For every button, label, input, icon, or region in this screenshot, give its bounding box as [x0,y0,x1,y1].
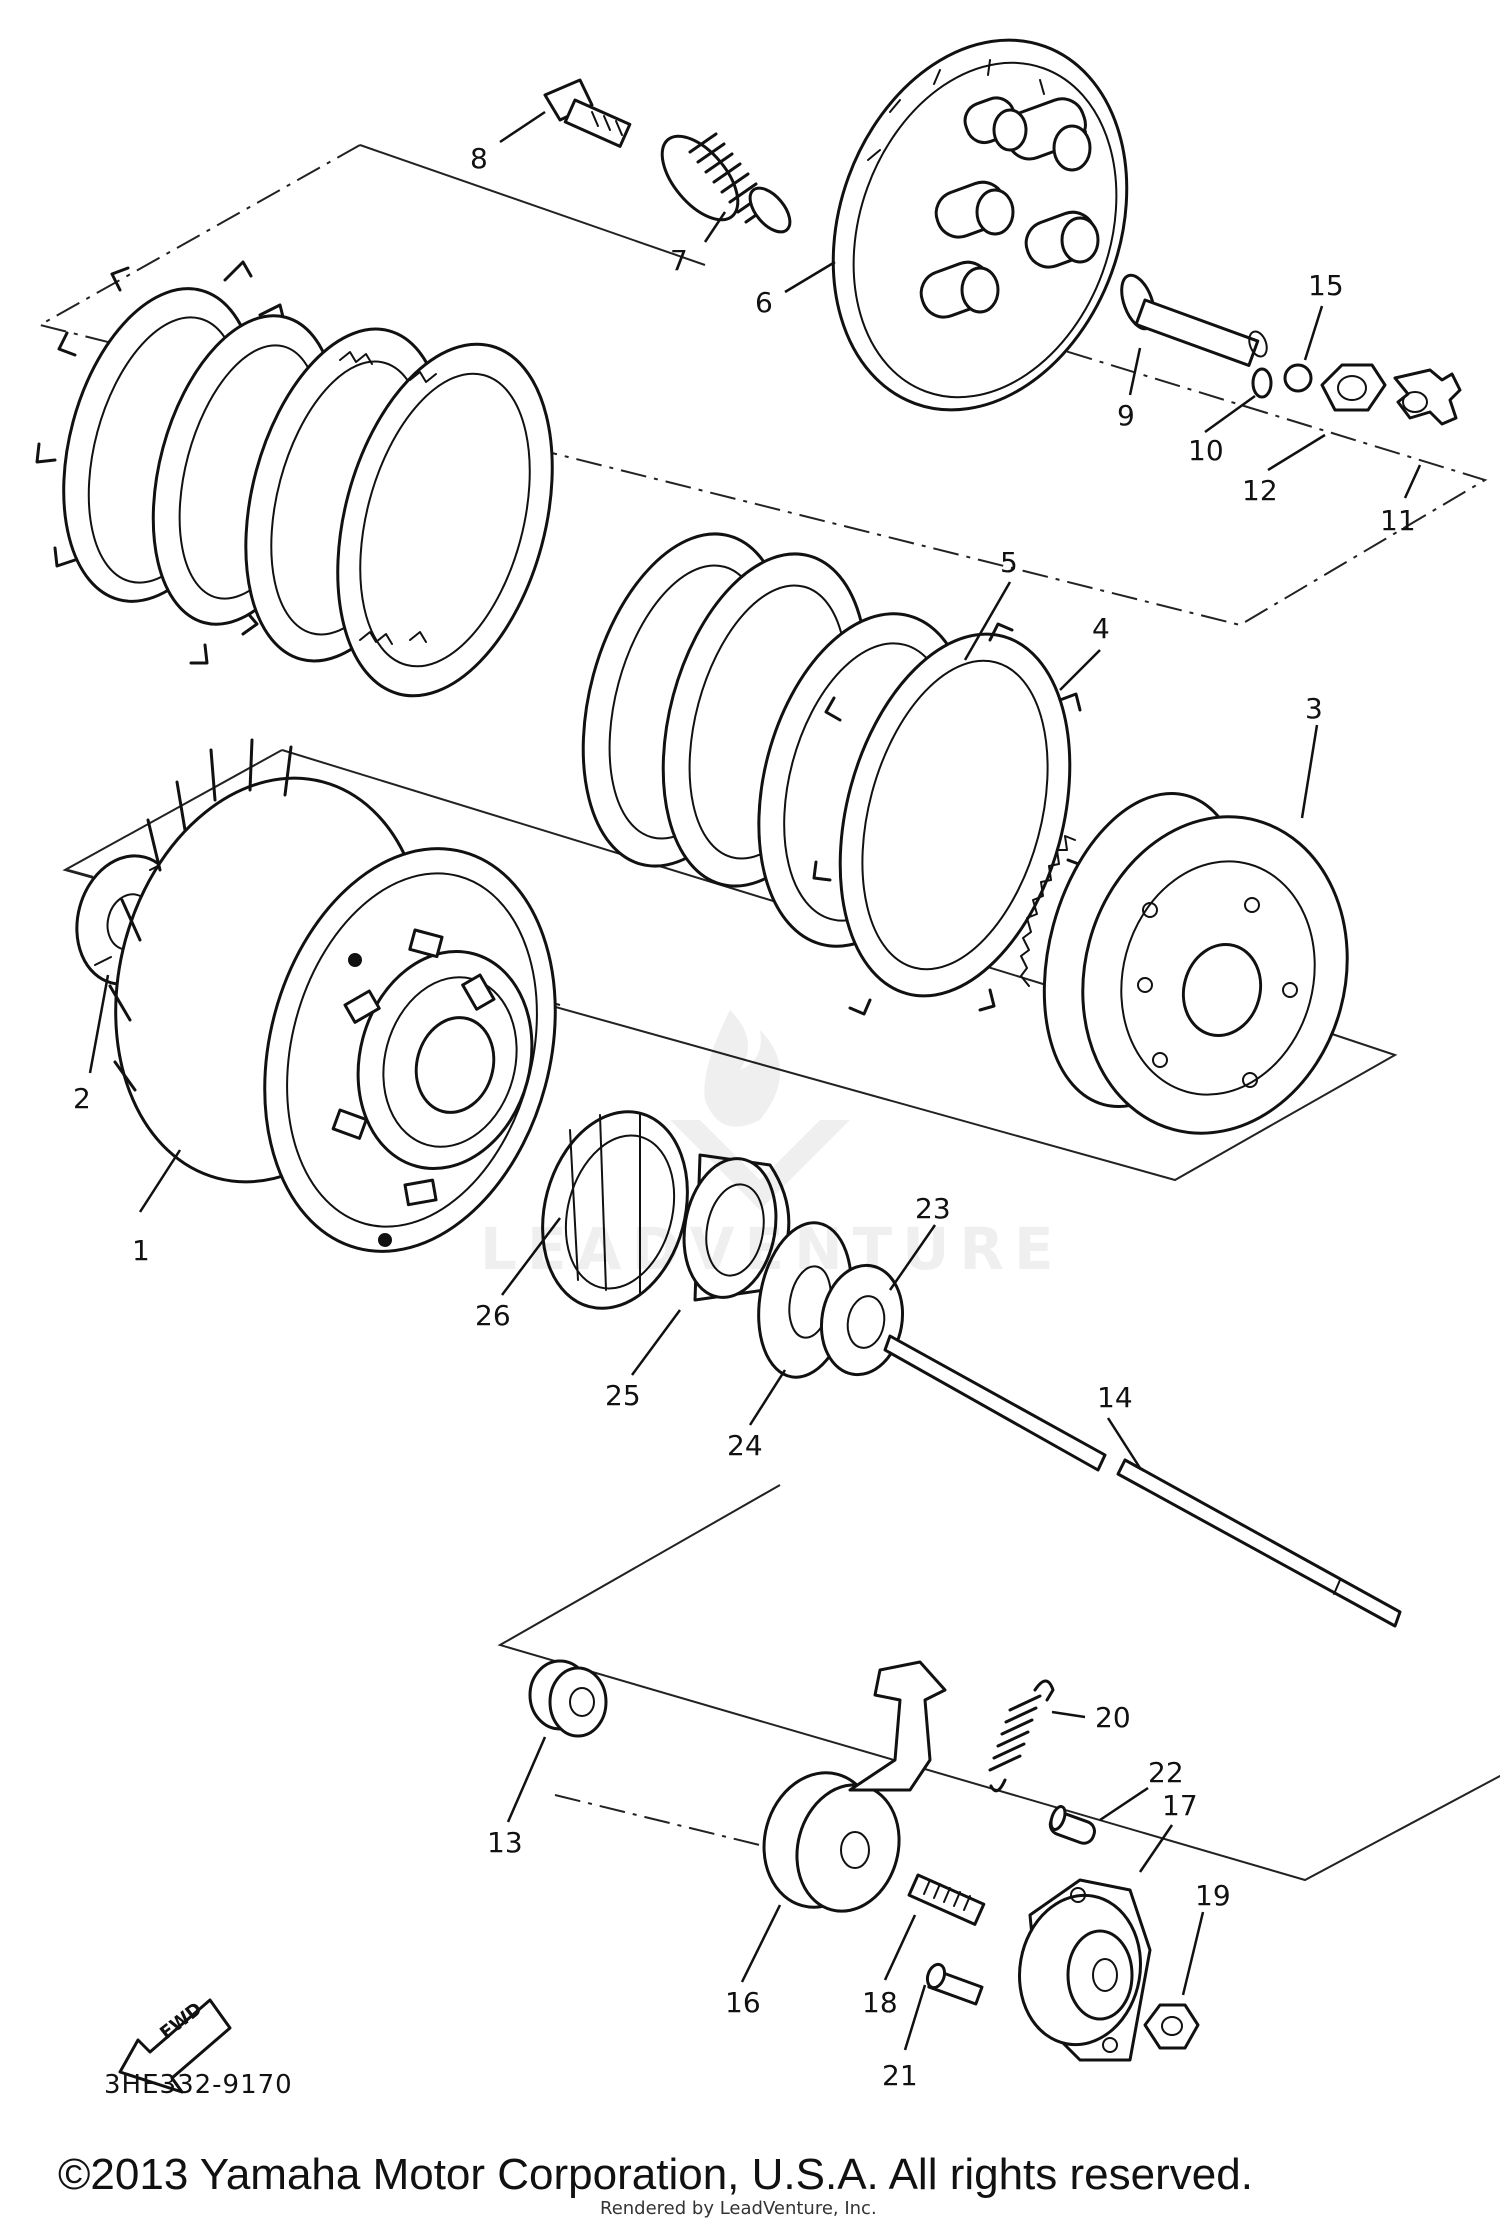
part-9-push-rod [1120,273,1268,367]
part-22-pin [1048,1805,1096,1845]
part-23-collar [819,1263,905,1377]
part-18-stud-bolt [907,1873,986,1926]
callout-9: 9 [1117,399,1135,432]
part-16-push-lever [762,1660,947,1913]
part-8-bolt [543,78,632,148]
callout-3: 3 [1305,692,1323,725]
fwd-arrow-icon: FWD [118,1998,232,2094]
callout-5: 5 [1000,546,1018,579]
part-3-primary-driven-gear [1020,792,1349,1135]
callout-19: 19 [1195,1879,1231,1912]
part-17-cover [1017,1878,1152,2062]
callout-23: 23 [915,1192,951,1225]
callout-8: 8 [470,142,488,175]
part-21-screw [925,1962,984,2006]
part-4-friction-plate [812,622,1086,1016]
part-20-spring [988,1679,1055,1793]
callout-2: 2 [73,1082,91,1115]
copyright-notice: ©2013 Yamaha Motor Corporation, U.S.A. A… [58,2150,1253,2199]
callout-17: 17 [1162,1789,1198,1822]
part-6-pressure-plate [831,38,1129,412]
callout-21: 21 [882,2059,918,2092]
part-12-nut [1320,363,1387,412]
rendered-by-credit: Rendered by LeadVenture, Inc. [600,2198,877,2219]
callout-13: 13 [487,1826,523,1859]
part-14-push-rod [883,1334,1402,1628]
part-1-clutch-housing [108,738,557,1253]
leader-lines [88,110,1422,2051]
callout-7: 7 [670,244,688,277]
callout-11: 11 [1380,504,1416,537]
part-code: 3HE332-9170 [104,2070,293,2100]
part-10-circlip [1251,367,1273,399]
callout-22: 22 [1148,1756,1184,1789]
part-11-lock-washer [1393,368,1462,426]
callout-24: 24 [727,1429,763,1462]
callout-18: 18 [862,1986,898,2019]
part-26-needle-bearing [541,1110,689,1310]
part-13-oil-seal [528,1659,608,1738]
callout-25: 25 [605,1379,641,1412]
callout-20: 20 [1095,1701,1131,1734]
part-19-nut [1143,2003,1200,2050]
callout-14: 14 [1097,1381,1133,1414]
callout-1: 1 [132,1234,150,1267]
callout-labels: 1 2 3 4 5 6 7 8 9 10 11 12 13 14 15 16 1… [73,142,1416,2092]
callout-4: 4 [1092,612,1110,645]
callout-26: 26 [475,1299,511,1332]
left-clutch-plate-stack [35,260,554,698]
callout-15: 15 [1308,269,1344,302]
callout-16: 16 [725,1986,761,2019]
callout-10: 10 [1188,434,1224,467]
part-15-ball [1283,363,1313,393]
callout-6: 6 [755,286,773,319]
callout-12: 12 [1242,474,1278,507]
part-7-spring [660,132,792,234]
